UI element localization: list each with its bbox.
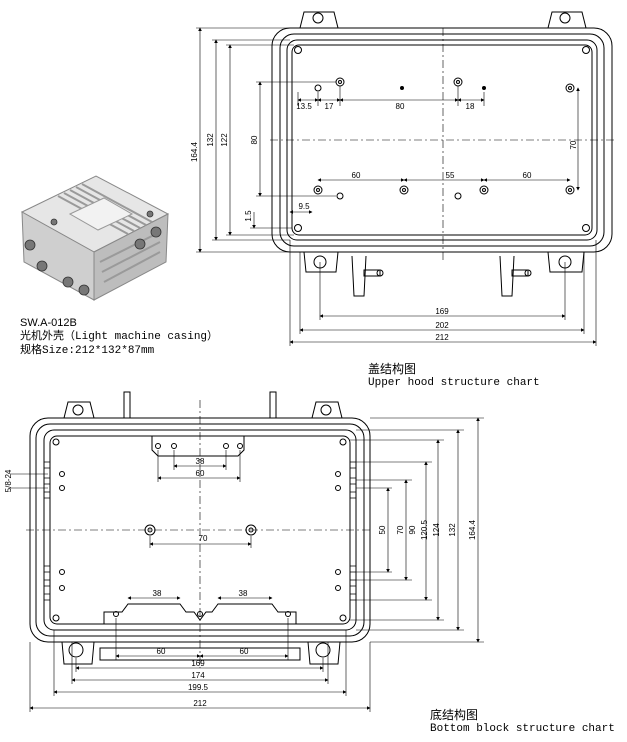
bottom-block-drawing	[26, 391, 372, 668]
dim-132: 132	[206, 133, 215, 147]
dim-164-4: 164.4	[190, 141, 199, 162]
dim-169: 169	[435, 307, 449, 316]
upper-hood-caption: 盖结构图 Upper hood structure chart	[368, 362, 540, 390]
dim-80-vertical: 80	[250, 135, 259, 144]
model-number: SW.A-012B	[20, 317, 77, 329]
dim-60-left: 60	[352, 171, 361, 180]
product-size: 规格Size:212*132*87mm	[20, 345, 155, 357]
dim-17: 17	[325, 102, 334, 111]
dim-212: 212	[193, 699, 207, 708]
dim-122: 122	[220, 133, 229, 147]
upper-dimension-labels: 164.4 132 122 80 1.5 13.5 17 80 18 70 60…	[190, 102, 578, 342]
dim-18: 18	[466, 102, 475, 111]
dim-13-5: 13.5	[296, 102, 312, 111]
product-info: SW.A-012B 光机外壳（Light machine casing） 规格S…	[20, 316, 218, 358]
bottom-dimension-lines	[10, 417, 484, 712]
dim-38-right: 38	[239, 589, 248, 598]
bottom-caption-en: Bottom block structure chart	[430, 723, 615, 735]
dim-199-5: 199.5	[188, 683, 209, 692]
dim-212: 212	[435, 333, 449, 342]
dim-70-vertical: 70	[396, 525, 405, 534]
dim-164-4: 164.4	[468, 519, 477, 540]
dim-55: 55	[446, 171, 455, 180]
upper-hood-drawing	[270, 11, 615, 297]
upper-dimension-lines	[196, 27, 597, 346]
dim-1-5: 1.5	[244, 210, 253, 222]
dim-5-8-24: 5/8-24	[4, 469, 13, 492]
dim-132: 132	[448, 523, 457, 537]
dim-174: 174	[191, 671, 205, 680]
dim-124: 124	[432, 523, 441, 537]
bottom-caption-cn: 底结构图	[430, 708, 479, 722]
dim-120-5: 120.5	[420, 519, 429, 540]
dim-38-top: 38	[196, 457, 205, 466]
product-photo	[20, 175, 170, 301]
dim-60-left: 60	[157, 647, 166, 656]
product-name: 光机外壳（Light machine casing）	[20, 331, 219, 343]
bottom-block-caption: 底结构图 Bottom block structure chart	[430, 708, 615, 736]
dim-70-horizontal: 70	[199, 534, 208, 543]
dim-80-horizontal: 80	[396, 102, 405, 111]
upper-caption-en: Upper hood structure chart	[368, 377, 540, 389]
dim-202: 202	[435, 321, 449, 330]
upper-caption-cn: 盖结构图	[368, 362, 417, 376]
dim-60-top: 60	[196, 469, 205, 478]
dim-70: 70	[569, 140, 578, 149]
dim-50: 50	[378, 525, 387, 534]
dim-60-right: 60	[523, 171, 532, 180]
dim-60-right: 60	[240, 647, 249, 656]
dim-38-left: 38	[153, 589, 162, 598]
dim-9-5: 9.5	[298, 202, 310, 211]
dim-90: 90	[408, 525, 417, 534]
bottom-dimension-labels: 5/8-24 38 60 70 38 38 60 60 169 174 199.…	[4, 457, 477, 708]
dim-169: 169	[191, 659, 205, 668]
